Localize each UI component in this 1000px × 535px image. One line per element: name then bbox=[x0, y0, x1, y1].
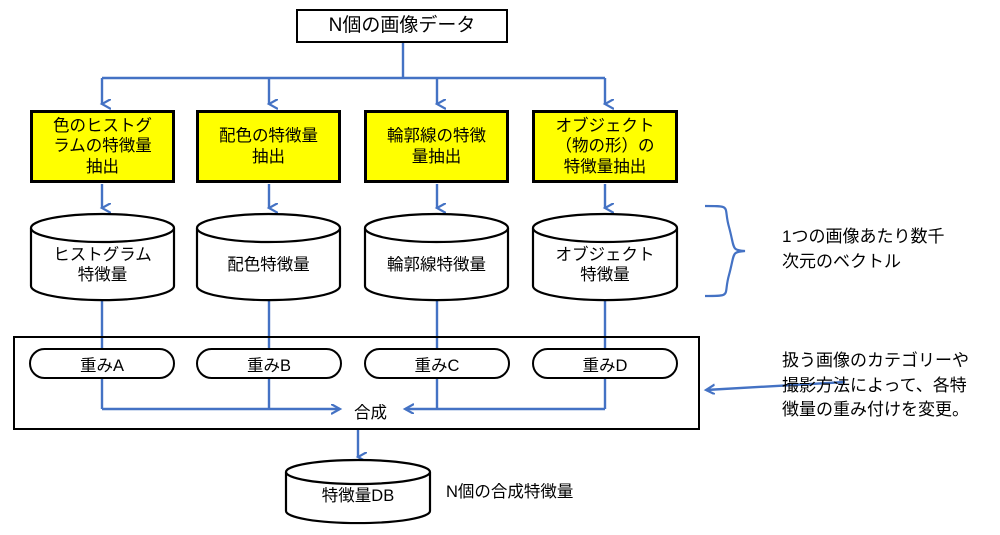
brace-feature-vector bbox=[704, 204, 746, 298]
source-node[interactable]: N個の画像データ bbox=[296, 9, 508, 43]
extractor-node-2-label: 配色の特徴量 抽出 bbox=[219, 127, 318, 166]
extractor-node-4[interactable]: オブジェクト （物の形）の 特徴量抽出 bbox=[532, 110, 678, 183]
combine-label: 合成 bbox=[354, 404, 387, 422]
feature-store-node-2[interactable]: 配色特徴量 bbox=[195, 212, 342, 302]
feature-store-node-2-label: 配色特徴量 bbox=[227, 256, 310, 274]
weight-node-d[interactable]: 重みD bbox=[532, 348, 678, 379]
annotation-weight-tuning: 扱う画像のカテゴリーや 撮影方法によって、各特 徴量の重み付けを変更。 bbox=[782, 351, 969, 420]
feature-store-node-4[interactable]: オブジェクト 特徴量 bbox=[531, 212, 679, 302]
feature-store-node-1[interactable]: ヒストグラム 特徴量 bbox=[29, 212, 176, 302]
weight-node-d-label: 重みD bbox=[582, 356, 628, 375]
extractor-node-2[interactable]: 配色の特徴量 抽出 bbox=[196, 110, 341, 183]
weighting-container bbox=[13, 336, 700, 430]
extractor-node-1[interactable]: 色のヒストグ ラムの特徴量 抽出 bbox=[30, 110, 175, 183]
database-caption: N個の合成特徴量 bbox=[446, 483, 574, 501]
weight-node-a[interactable]: 重みA bbox=[29, 348, 175, 379]
cylinder-shape-4 bbox=[531, 212, 679, 302]
weight-node-b[interactable]: 重みB bbox=[196, 348, 342, 379]
weight-node-a-label: 重みA bbox=[79, 356, 124, 375]
weight-node-b-label: 重みB bbox=[246, 356, 291, 375]
feature-store-node-1-label: ヒストグラム 特徴量 bbox=[53, 246, 152, 284]
database-node[interactable]: 特徴量DB bbox=[284, 458, 432, 525]
source-node-label: N個の画像データ bbox=[328, 15, 476, 37]
weight-node-c-label: 重みC bbox=[414, 356, 460, 375]
extractor-node-3-label: 輪郭線の特徴 量抽出 bbox=[387, 127, 486, 166]
cylinder-shape-2 bbox=[195, 212, 342, 302]
extractor-node-4-label: オブジェクト （物の形）の 特徴量抽出 bbox=[555, 117, 655, 176]
cylinder-shape-1 bbox=[29, 212, 176, 302]
extractor-node-3[interactable]: 輪郭線の特徴 量抽出 bbox=[364, 110, 509, 183]
cylinder-shape-database bbox=[284, 458, 432, 525]
feature-store-node-4-label: オブジェクト 特徴量 bbox=[555, 246, 655, 284]
cylinder-shape-3 bbox=[363, 212, 510, 302]
feature-store-node-3[interactable]: 輪郭線特徴量 bbox=[363, 212, 510, 302]
extractor-node-1-label: 色のヒストグ ラムの特徴量 抽出 bbox=[53, 117, 152, 176]
annotation-feature-vector: 1つの画像あたり数千 次元のベクトル bbox=[782, 227, 945, 271]
database-node-label: 特徴量DB bbox=[321, 487, 395, 505]
feature-store-node-3-label: 輪郭線特徴量 bbox=[387, 256, 486, 274]
weight-node-c[interactable]: 重みC bbox=[364, 348, 510, 379]
